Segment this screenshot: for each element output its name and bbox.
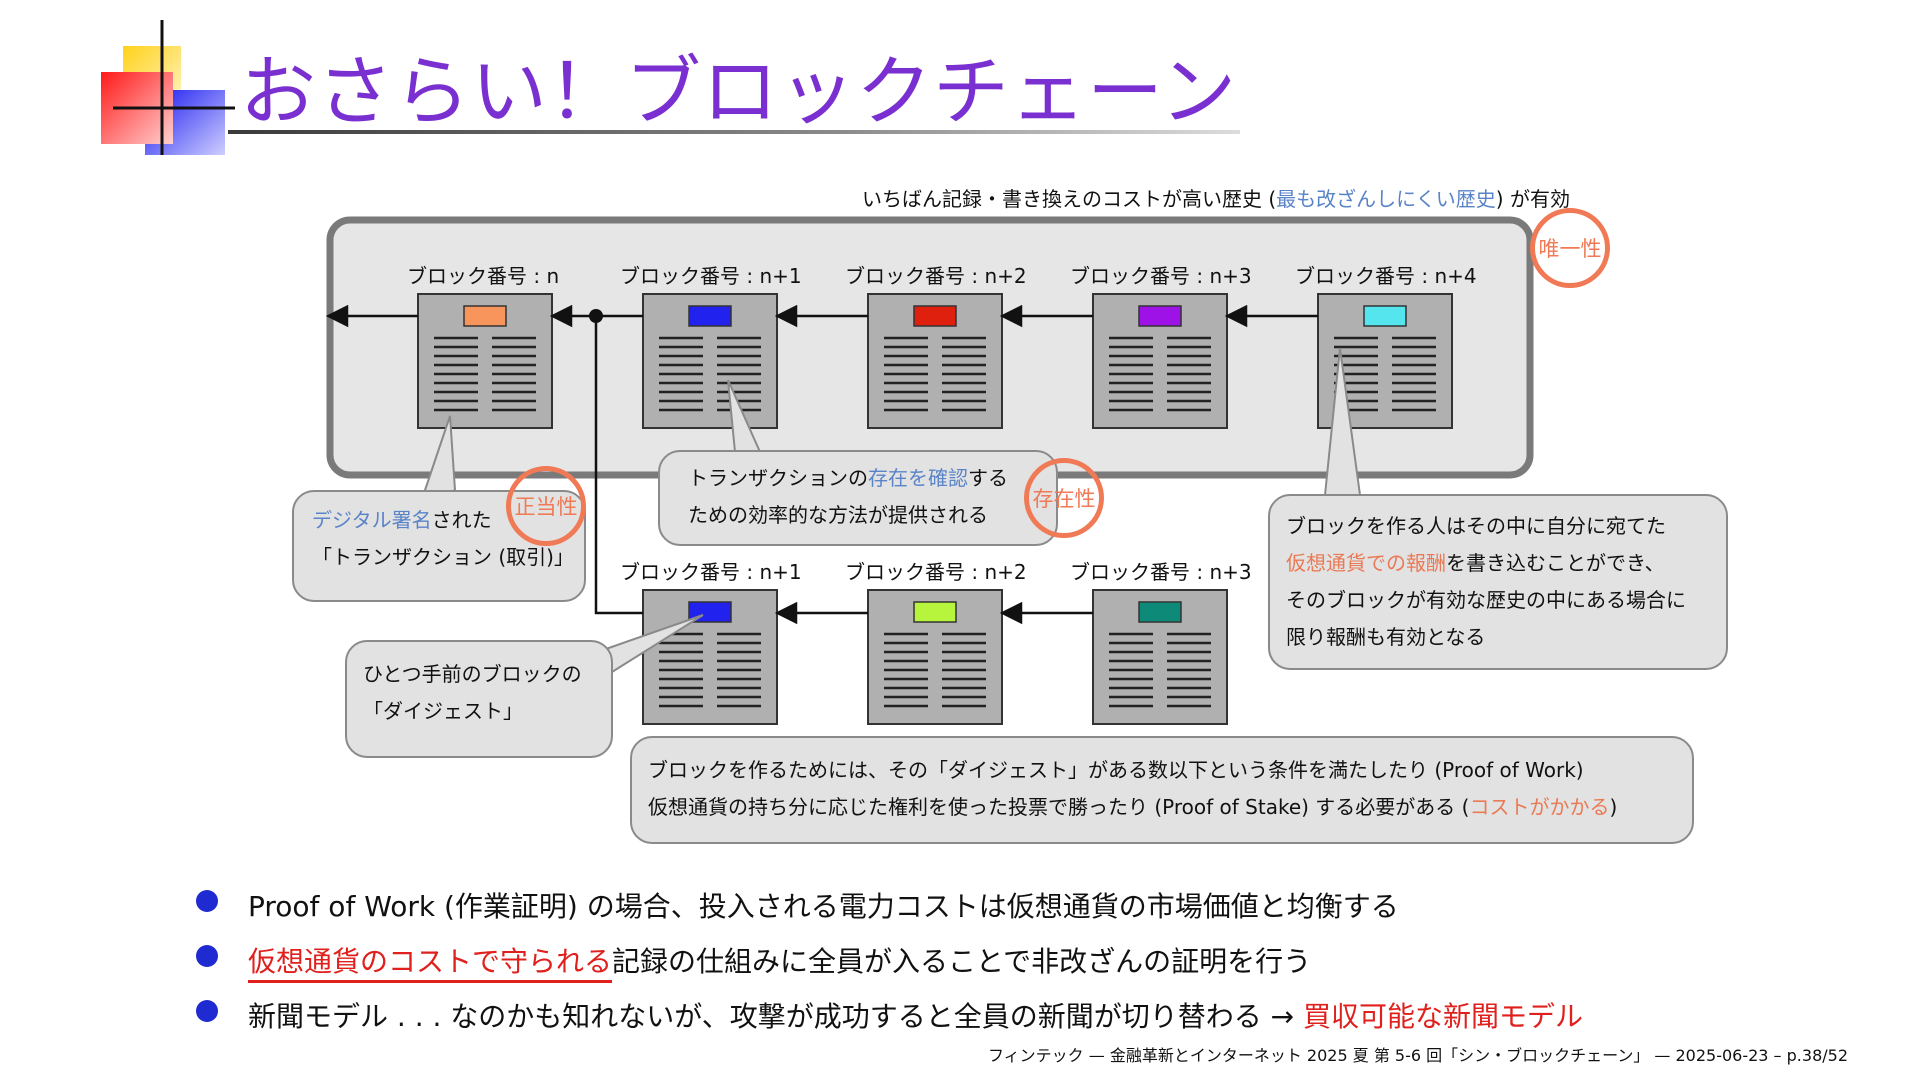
chain-block-label: ブロック番号 : n+2 [845, 264, 1027, 288]
history-caption-pre: いちばん記録・書き換えのコストが高い歴史 ( [862, 187, 1277, 211]
callout-cost: ブロックを作るためには、その「ダイジェスト」がある数以下という条件を満たしたり … [630, 736, 1694, 844]
badge-existence: 存在性 [1024, 458, 1104, 538]
fork-block-label: ブロック番号 : n+3 [1070, 560, 1252, 584]
signature-rest: された [431, 508, 492, 532]
cost-line2-pre: 仮想通貨の持ち分に応じた権利を使った投票で勝ったり (Proof of Stak… [648, 795, 1470, 819]
callout-reward: ブロックを作る人はその中に自分に宛てた 仮想通貨での報酬を書き込むことができ、 … [1268, 494, 1728, 670]
signature-line2: 「トランザクション (取引)」 [312, 545, 574, 569]
bullet-3-pre: 新聞モデル . . . なのかも知れないが、攻撃が成功すると全員の新聞が切り替わ… [248, 1000, 1304, 1033]
chain-block-label: ブロック番号 : n+4 [1295, 264, 1477, 288]
bullet-1: Proof of Work (作業証明) の場合、投入される電力コストは仮想通貨… [248, 890, 1399, 923]
chain-block [417, 293, 553, 429]
fork-link [594, 316, 643, 615]
cost-line1: ブロックを作るためには、その「ダイジェスト」がある数以下という条件を満たしたり … [648, 758, 1584, 782]
digest-line2: 「ダイジェスト」 [363, 699, 523, 723]
title-underline [228, 130, 1240, 134]
fork-block [642, 589, 778, 725]
history-caption-highlight: 最も改ざんしにくい歴史 [1276, 187, 1496, 211]
signature-highlight: デジタル署名 [312, 508, 432, 532]
chain-block [1092, 293, 1228, 429]
history-caption-post: ) が有効 [1495, 187, 1570, 211]
history-caption: いちばん記録・書き換えのコストが高い歴史 (最も改ざんしにくい歴史) が有効 [862, 183, 1570, 212]
chain-block-label: ブロック番号 : n+3 [1070, 264, 1252, 288]
bullet-dot [196, 890, 218, 912]
chain-arrows [325, 304, 1318, 625]
block-hash-marker [913, 305, 957, 327]
bullet-dot [196, 945, 218, 967]
badge-uniqueness: 唯一性 [1530, 208, 1610, 288]
reward-line4: 限り報酬も有効となる [1286, 625, 1486, 649]
reward-line3: そのブロックが有効な歴史の中にある場合に [1286, 588, 1686, 612]
logo-squares [101, 20, 235, 155]
existence-highlight: 存在を確認 [868, 466, 968, 490]
callout-signature: デジタル署名された 「トランザクション (取引)」 [292, 490, 586, 602]
fork-block [1092, 589, 1228, 725]
bullet-dot [196, 1000, 218, 1022]
block-hash-marker [688, 305, 732, 327]
chain-block [867, 293, 1003, 429]
existence-pre: トランザクションの [688, 466, 868, 490]
badge-legitimacy: 正当性 [506, 466, 586, 546]
bullet-3: 新聞モデル . . . なのかも知れないが、攻撃が成功すると全員の新聞が切り替わ… [248, 995, 1583, 1035]
fork-junction-dot [589, 309, 603, 323]
slide-footer: フィンテック — 金融革新とインターネット 2025 夏 第 5-6 回「シン・… [987, 1046, 1848, 1065]
block-hash-marker [913, 601, 957, 623]
block-hash-marker [1138, 601, 1182, 623]
block-hash-marker [463, 305, 507, 327]
existence-post: する [968, 466, 1008, 490]
bullet-2: 仮想通貨のコストで守られる記録の仕組みに全員が入ることで非改ざんの証明を行う [248, 940, 1312, 983]
block-hash-marker [1363, 305, 1407, 327]
bullet-3-highlight: 買収可能な新聞モデル [1303, 1000, 1584, 1033]
callout-digest: ひとつ手前のブロックの 「ダイジェスト」 [345, 640, 613, 758]
reward-highlight: 仮想通貨での報酬 [1286, 551, 1446, 575]
reward-line1: ブロックを作る人はその中に自分に宛てた [1286, 514, 1666, 538]
chain-block-label: ブロック番号 : n+1 [620, 264, 802, 288]
fork-block-label: ブロック番号 : n+1 [620, 560, 802, 584]
digest-line1: ひとつ手前のブロックの [363, 662, 582, 686]
chain-block-label: ブロック番号 : n [407, 264, 560, 288]
reward-line2-rest: を書き込むことができ、 [1446, 551, 1665, 575]
fork-block [867, 589, 1003, 725]
block-hash-marker [1138, 305, 1182, 327]
fork-blocks [642, 589, 1228, 725]
cost-highlight: コストがかかる [1469, 795, 1610, 819]
chain-blocks [417, 293, 1453, 429]
slide-title: おさらい！ブロックチェーン [240, 47, 1238, 136]
fork-block-label: ブロック番号 : n+2 [845, 560, 1027, 584]
callout-existence: トランザクションの存在を確認する ための効率的な方法が提供される [658, 450, 1058, 546]
existence-line2: ための効率的な方法が提供される [688, 503, 988, 527]
chain-block [642, 293, 778, 429]
cost-line2-post: ) [1609, 795, 1618, 819]
bullet-2-highlight: 仮想通貨のコストで守られる [248, 945, 613, 983]
bullet-2-rest: 記録の仕組みに全員が入ることで非改ざんの証明を行う [612, 945, 1312, 978]
